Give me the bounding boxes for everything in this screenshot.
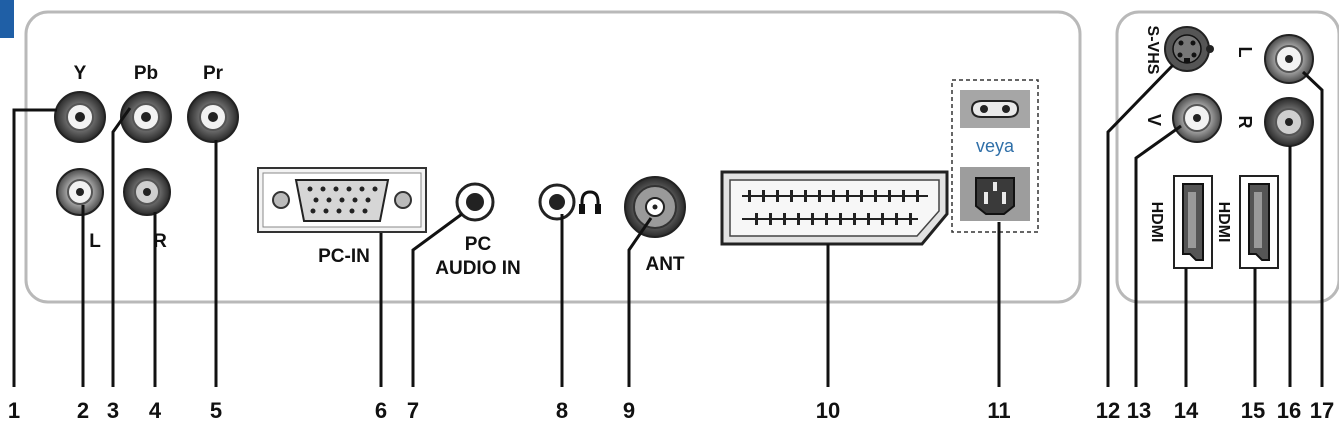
corner-accent [0,0,14,38]
audio-r-jack [123,168,171,216]
headphone-jack [538,183,576,221]
label-hdmi-1: HDMI [1148,202,1165,243]
label-pc-in: PC-IN [318,246,370,267]
brand-label: veya [976,136,1015,156]
side-panel [1115,10,1339,304]
label-pb: Pb [134,63,158,84]
power-block: veya [951,79,1039,233]
main-panel [24,10,1082,304]
pc-audio-in-jack [455,182,495,222]
callout-1: 1 [8,398,20,423]
svhs-port [1164,26,1214,72]
label-v: V [1144,114,1164,126]
label-svhs: S-VHS [1144,26,1161,75]
label-l-left: L [89,231,101,252]
callout-15: 15 [1241,398,1265,423]
side-audio-l-jack [1264,34,1314,84]
side-audio-r-jack [1264,97,1314,147]
callout-11: 11 [987,398,1010,423]
hdmi-port-1 [1173,175,1213,269]
component-y-jack [54,91,106,143]
scart-port [720,170,949,246]
callout-13: 13 [1127,398,1151,423]
headphone-icon [579,190,601,214]
power-figure8-socket [970,100,1020,118]
label-pr: Pr [203,63,224,84]
label-r-left: R [153,231,167,252]
callout-10: 10 [816,398,840,423]
callout-7: 7 [407,398,419,423]
antenna-port [624,176,686,238]
audio-l-jack [56,168,104,216]
component-pr-jack [187,91,239,143]
callout-8: 8 [556,398,568,423]
callout-4: 4 [149,398,162,423]
callout-2: 2 [77,398,89,423]
label-hdmi-2: HDMI [1215,202,1232,243]
callout-6: 6 [375,398,387,423]
label-l-right: L [1235,47,1255,58]
callout-9: 9 [623,398,635,423]
callout-5: 5 [210,398,222,423]
label-pc: PC [465,234,492,255]
label-y: Y [74,63,87,84]
vga-port [257,167,427,233]
callout-16: 16 [1277,398,1301,423]
callout-12: 12 [1096,398,1120,423]
label-audio-in: AUDIO IN [435,258,521,279]
label-ant: ANT [645,254,684,275]
callout-3: 3 [107,398,119,423]
power-iec-socket [960,167,1030,221]
leader-lines [12,63,1324,387]
label-r-right: R [1235,116,1255,129]
component-pb-jack [120,91,172,143]
callout-14: 14 [1174,398,1199,423]
side-video-jack [1172,93,1222,143]
callout-17: 17 [1310,398,1334,423]
hdmi-port-2 [1239,175,1279,269]
